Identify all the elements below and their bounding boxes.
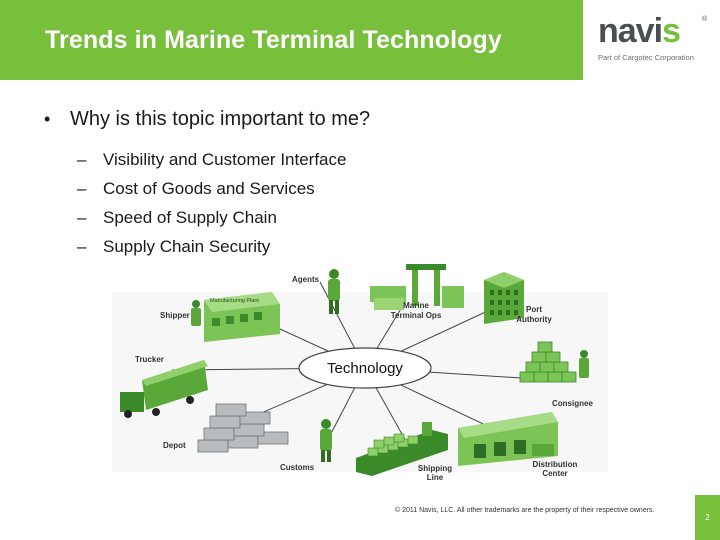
truck-icon [120,360,208,418]
customs-label: Customs [280,463,315,472]
consignee-label: Consignee [552,399,593,408]
logo-word-accent: s [662,12,681,50]
trucker-label: Trucker [135,355,164,364]
sub-bullet-text: Cost of Goods and Services [103,179,315,198]
distribution-center-label-line2: Center [542,469,567,478]
sub-bullet-text: Supply Chain Security [103,237,271,256]
sub-bullet-text: Speed of Supply Chain [103,208,277,227]
logo-registered-mark: ® [702,16,708,23]
logo-wordmark: navis [598,14,710,48]
sub-bullet-text: Visibility and Customer Interface [103,150,347,169]
technology-label: Technology [327,360,403,377]
marine-terminal-icon [370,264,464,310]
navis-logo: navis ® Part of Cargotec Corporation [598,14,710,74]
sub-bullet: – Supply Chain Security [77,232,370,261]
port-authority-icon [484,272,524,324]
slide-title: Trends in Marine Terminal Technology [45,25,502,54]
distribution-center-label-line1: Distribution [533,460,578,469]
shipper-label: Shipper [160,311,190,320]
diagram-svg: Manufacturing Plant [112,264,608,482]
distribution-center-icon [458,412,558,466]
copyright-footer: © 2011 Navis, LLC. All other trademarks … [395,507,655,514]
logo-word-main: navi [598,12,663,50]
technology-hub [298,347,432,389]
shipping-line-label-line1: Shipping [418,464,452,473]
customs-officer-icon [320,419,332,462]
logo-tagline: Part of Cargotec Corporation [598,53,694,62]
bullet-list: • Why is this topic important to me? – V… [44,108,370,261]
bullet-marker: • [44,109,51,129]
agents-label: Agents [292,275,320,284]
depot-containers-icon [197,403,289,453]
page-number: 2 [695,495,720,540]
shipping-line-label-line2: Line [427,473,444,482]
container-ship-icon [356,422,448,476]
main-bullet: • Why is this topic important to me? [44,108,370,131]
sub-bullet: – Cost of Goods and Services [77,174,370,203]
marine-ops-label-line2: Terminal Ops [391,311,442,320]
manufacturing-plant-sign: Manufacturing Plant [210,298,259,304]
sub-bullet: – Speed of Supply Chain [77,203,370,232]
title-bar: Trends in Marine Terminal Technology [0,0,583,80]
sub-bullet-list: – Visibility and Customer Interface – Co… [77,145,370,261]
dash-marker: – [77,237,87,256]
port-authority-label-line1: Port [526,305,542,314]
sub-bullet: – Visibility and Customer Interface [77,145,370,174]
dash-marker: – [77,179,87,198]
marine-ops-label-line1: Marine [403,301,429,310]
manufacturing-plant-icon: Manufacturing Plant [191,292,280,342]
dash-marker: – [77,208,87,227]
main-bullet-text: Why is this topic important to me? [70,108,371,130]
depot-label: Depot [163,441,186,450]
port-authority-label-line2: Authority [516,315,552,324]
agents-figure [328,269,340,314]
supply-chain-diagram: Manufacturing Plant [112,262,608,486]
dash-marker: – [77,150,87,169]
consignee-icon [519,341,589,383]
